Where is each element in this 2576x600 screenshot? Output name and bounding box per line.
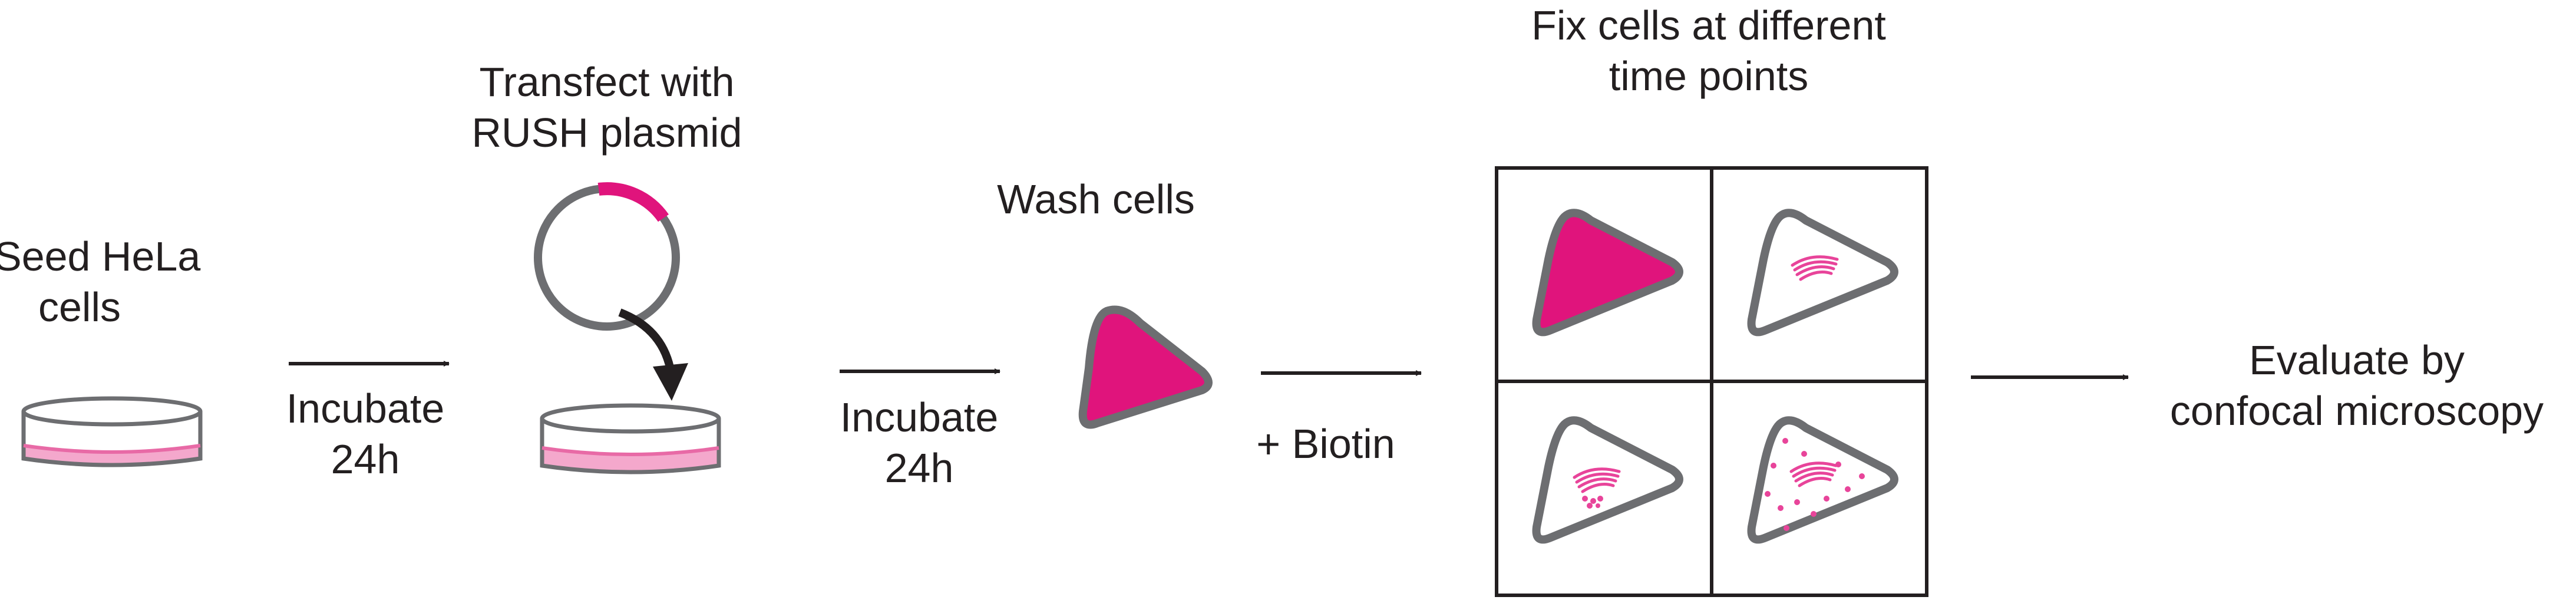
biotin-label: + Biotin (1237, 418, 1414, 469)
evaluate-line2: confocal microscopy (2169, 388, 2544, 434)
vesicles-icon-t3 (1765, 438, 1865, 531)
transfect-label: Transfect with RUSH plasmid (448, 57, 766, 158)
fix-line1: Fix cells at different (1531, 2, 1886, 48)
biotin-line: + Biotin (1256, 421, 1395, 467)
evaluate-label: Evaluate by confocal microscopy (2145, 335, 2569, 436)
wash-line: Wash cells (997, 176, 1195, 222)
fix-line2: time points (1609, 53, 1809, 99)
golgi-icon-t1 (1791, 255, 1839, 281)
incubate2-line2: 24h (884, 445, 954, 491)
seed-line2: cells (38, 284, 121, 330)
transfect-line1: Transfect with (479, 59, 735, 105)
golgi-icon-t2 (1573, 467, 1621, 493)
cell-icon-t2 (1532, 416, 1683, 544)
plasmid-icon (534, 182, 688, 401)
petri-dish-icon-1 (21, 396, 203, 467)
transfect-line2: RUSH plasmid (471, 110, 742, 156)
incubate1-line2: 24h (331, 436, 400, 482)
cell-icon-t3 (1747, 416, 1898, 544)
incubate1-line1: Incubate (286, 385, 445, 431)
incubate-label-1: Incubate 24h (277, 383, 454, 484)
cell-icon-t0 (1532, 209, 1683, 337)
evaluate-line1: Evaluate by (2249, 337, 2465, 383)
incubate2-line1: Incubate (840, 394, 999, 440)
washed-cell-icon (1078, 305, 1213, 429)
petri-dish-icon-2 (540, 403, 721, 474)
golgi-icon-t3 (1789, 461, 1838, 487)
wash-cells-label: Wash cells (978, 174, 1214, 225)
incubate-label-2: Incubate 24h (831, 392, 1008, 493)
cell-icon-t1 (1747, 209, 1898, 337)
fix-cells-label: Fix cells at different time points (1473, 0, 1944, 101)
vesicles-icon-t2 (1582, 496, 1603, 509)
